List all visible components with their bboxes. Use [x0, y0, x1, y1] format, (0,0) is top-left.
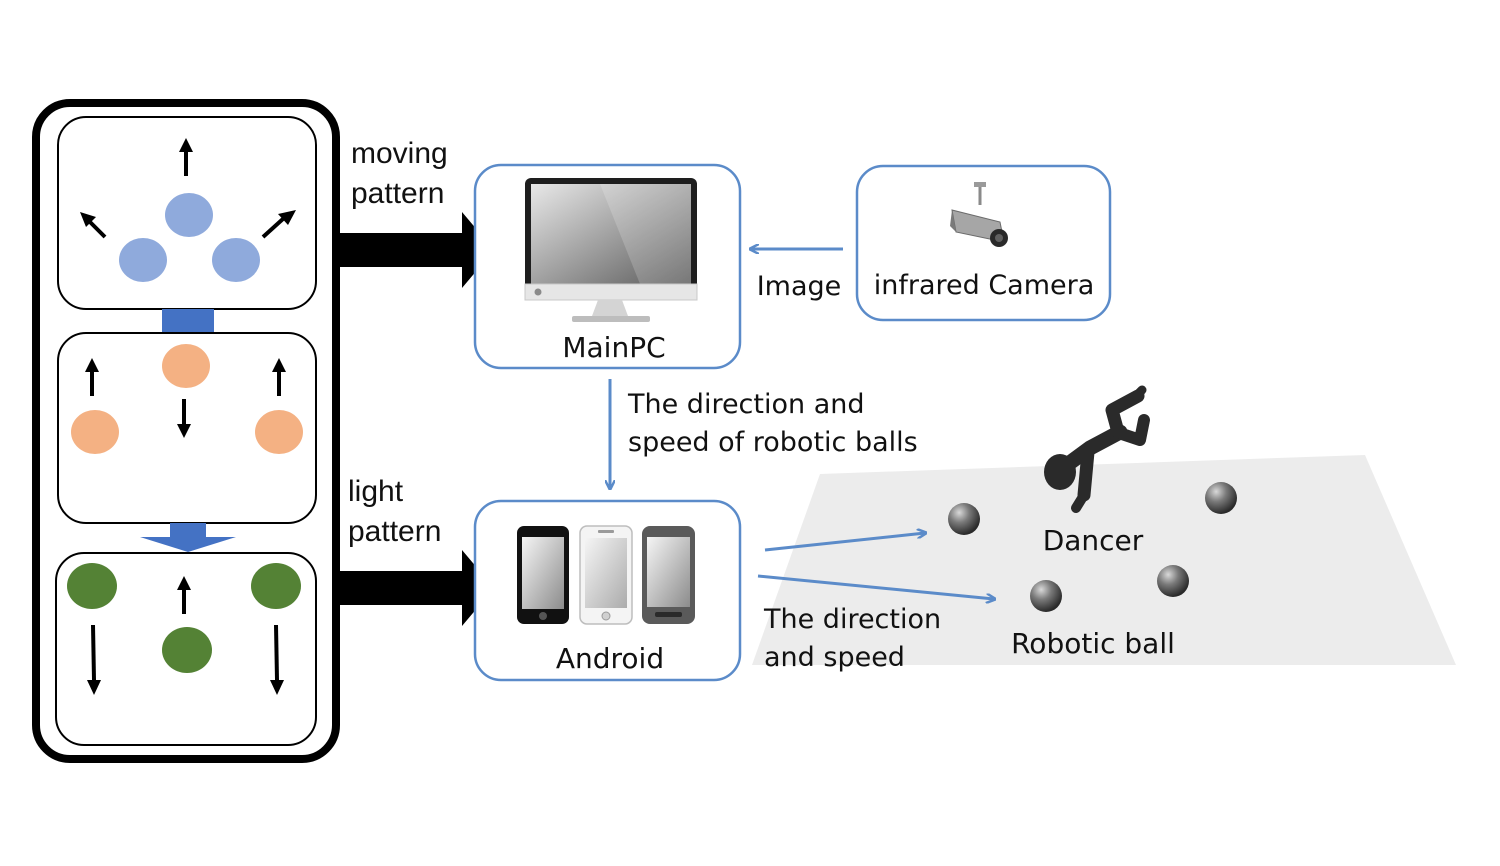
android-label: Android [556, 642, 664, 675]
robotic-ball [1205, 482, 1237, 514]
orange-ball-top [162, 344, 210, 388]
android-to-ball-arrow-2 [757, 574, 994, 599]
speed-label-2: and speed [764, 642, 905, 673]
up-arrow-icon [272, 358, 286, 396]
green-ball-right [251, 563, 301, 609]
robotic-ball-label: Robotic ball [1011, 627, 1175, 660]
dancer-figure [1044, 385, 1150, 513]
robotic-ball [1157, 565, 1189, 597]
orange-ball-left [71, 410, 119, 454]
blue-ball-left [119, 238, 167, 282]
direction-label-2: speed of robotic balls [628, 427, 918, 458]
robotic-ball [948, 503, 980, 535]
orange-ball-right [255, 410, 303, 454]
monitor-icon [524, 178, 698, 322]
down-arrow-icon [177, 399, 191, 438]
moving-pattern-label-1: moving [351, 137, 448, 170]
connector-down-arrow [140, 523, 236, 552]
blue-ball-top [165, 193, 213, 237]
direction-label-1: The direction and [627, 389, 865, 420]
camera-icon [950, 182, 1008, 247]
stage-floor [752, 455, 1456, 665]
light-pattern-arrow [338, 550, 494, 626]
pattern-box-orange [57, 332, 317, 524]
green-ball-left [67, 563, 117, 609]
android-to-ball-arrow-1 [764, 533, 925, 552]
light-pattern-label-2: pattern [348, 515, 441, 548]
pattern-box-blue [57, 116, 317, 310]
up-right-arrow-icon [261, 210, 296, 239]
speed-label-1: The direction [763, 604, 941, 635]
up-arrow-icon [85, 358, 99, 396]
up-arrow-icon [179, 138, 193, 176]
blue-ball-right [212, 238, 260, 282]
smartphones-icon [517, 525, 695, 625]
connector-bar [162, 309, 214, 333]
down-arrow-icon [87, 624, 101, 695]
camera-node [855, 164, 1112, 322]
mainpc-label: MainPC [562, 331, 665, 364]
up-left-arrow-icon [80, 212, 107, 239]
moving-pattern-arrow [338, 212, 494, 288]
moving-pattern-label-2: pattern [351, 177, 444, 210]
down-arrow-icon [270, 624, 284, 695]
pattern-box-green [55, 552, 317, 746]
green-ball-center [162, 627, 212, 673]
robotic-ball [1030, 580, 1062, 612]
up-arrow-icon [177, 576, 191, 614]
camera-label: infrared Camera [874, 270, 1095, 301]
image-label: Image [757, 271, 842, 302]
dancer-label: Dancer [1043, 524, 1144, 557]
light-pattern-label-1: light [348, 475, 404, 508]
